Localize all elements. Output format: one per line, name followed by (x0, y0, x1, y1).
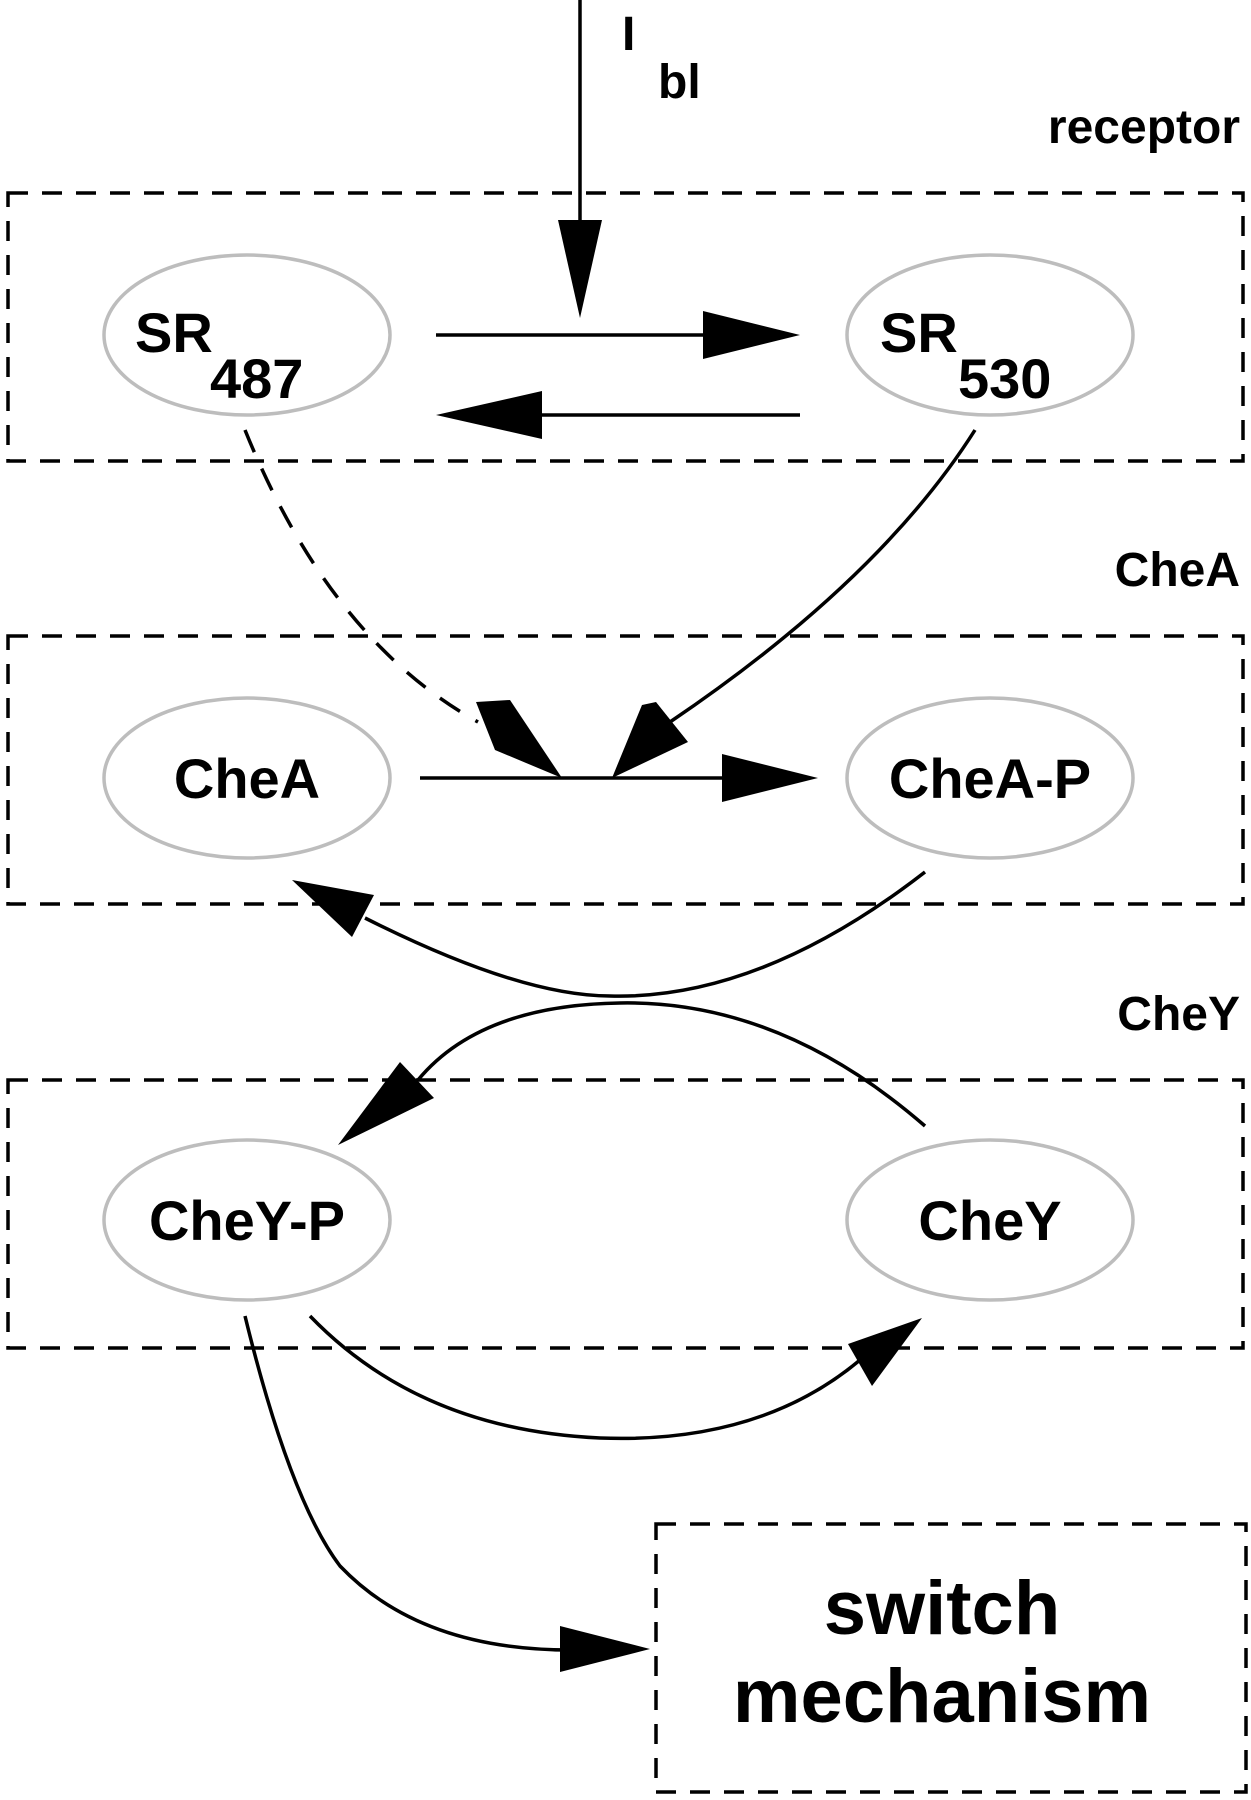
node-sr530 (845, 253, 1135, 417)
node-cheap (845, 696, 1135, 860)
edge-cheyp-to-chey (308, 1314, 862, 1441)
arrowhead-cheyp-to-chey (848, 1318, 922, 1386)
arrowhead-chea-to-cheap (722, 754, 818, 802)
switch-mechanism-line1: switch (824, 1566, 1061, 1651)
section-label-chey: CheY (1117, 988, 1240, 1041)
arrowhead-cheap-to-chea (292, 880, 374, 937)
arrowhead-chey-to-cheyp (338, 1062, 434, 1145)
edge-sr487-to-chea-reaction (243, 429, 479, 724)
node-sr487-subscript: 487 (210, 347, 303, 410)
arrowhead-sr530-to-chea-reaction (612, 702, 688, 778)
node-cheap-label: CheA-P (889, 747, 1091, 810)
receptor-box (6, 191, 1245, 463)
arrowhead-sr487-to-chea-reaction (476, 700, 562, 778)
node-sr487-label: SR (135, 301, 213, 364)
node-chea (102, 696, 392, 860)
node-cheyp (102, 1138, 392, 1302)
edge-cheyp-to-switch (243, 1315, 571, 1652)
switch-mechanism-box (654, 1522, 1248, 1794)
node-sr530-subscript: 530 (958, 347, 1051, 410)
chey-box (6, 1078, 1245, 1350)
arrowhead-cheyp-to-switch (560, 1626, 650, 1672)
node-chea-label: CheA (174, 747, 320, 810)
edge-sr530-to-chea-reaction (669, 429, 977, 724)
arrowhead-sr530-to-sr487 (436, 391, 542, 439)
section-label-chea: CheA (1115, 544, 1240, 597)
input-signal-arrowhead (558, 220, 602, 318)
node-cheyp-label: CheY-P (149, 1189, 345, 1252)
node-sr530-label: SR (880, 301, 958, 364)
switch-mechanism-line2: mechanism (733, 1654, 1151, 1739)
node-sr487 (102, 253, 392, 417)
arrowhead-sr487-to-sr530 (703, 311, 800, 359)
node-chey (845, 1138, 1135, 1302)
node-chey-label: CheY (918, 1189, 1061, 1252)
edge-chey-to-cheyp (416, 1001, 927, 1128)
input-signal-subscript: bl (658, 56, 701, 109)
input-signal-label: I (622, 8, 635, 61)
section-label-receptor: receptor (1048, 101, 1240, 154)
edge-cheap-to-chea (364, 870, 927, 998)
chea-box (6, 634, 1245, 906)
